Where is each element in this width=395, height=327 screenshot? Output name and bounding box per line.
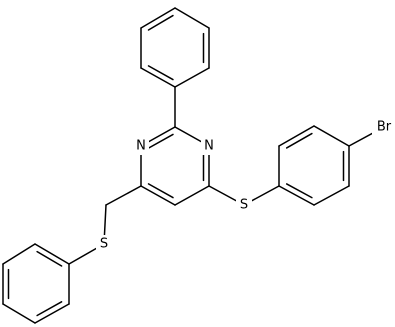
- bond-pyC5-pyC6: [140, 185, 176, 206]
- bond-ph2a-ph2b: [34, 243, 70, 265]
- atom-n1-label: N: [136, 139, 146, 154]
- bond-bp5-bp6: [313, 185, 350, 206]
- bond-bp2-bp3: [278, 125, 315, 147]
- n1-mask: [133, 137, 149, 155]
- br-mask: [372, 118, 394, 136]
- bond-ph1f-ph1a: [174, 67, 210, 88]
- bond-bp3-bp4: [313, 125, 350, 147]
- bond-pyN1-pyC2-inner: [147, 133, 174, 149]
- s1-mask: [236, 196, 252, 214]
- bond-ph2a-ph2b-inner: [36, 250, 63, 267]
- bond-bp6-bp1: [278, 185, 315, 206]
- bond-ph1d-ph1e: [174, 7, 210, 29]
- bond-pyC5-pyC6-inner: [147, 183, 174, 199]
- bond-ph1c-ph1d-inner: [147, 14, 174, 31]
- bond-bp2-bp3-inner: [285, 132, 313, 149]
- bond-pyC4-pyC5: [174, 185, 210, 206]
- n2-mask: [201, 137, 217, 155]
- bond-ph1c-ph1d: [140, 7, 176, 29]
- bond-ph2d-ph2e: [2, 303, 36, 324]
- atom-s2-label: S: [100, 237, 108, 252]
- atom-s1-label: S: [240, 198, 248, 213]
- atom-label-layer: N N S S Br: [96, 118, 394, 253]
- bond-layer: [2, 7, 385, 324]
- bond-ph2e-ph2f-inner: [36, 301, 63, 317]
- atom-n2-label: N: [204, 139, 214, 154]
- s2-mask: [96, 235, 112, 253]
- atom-br-label: Br: [377, 120, 392, 135]
- bond-pyC6-ch2: [105, 185, 142, 206]
- bond-bp6-bp1-inner: [285, 183, 313, 199]
- bond-ph2b-ph2c: [2, 243, 36, 265]
- bond-ph1a-ph1b-inner: [147, 65, 174, 81]
- bond-ph2e-ph2f: [34, 303, 70, 324]
- bond-ph1a-ph1b: [140, 67, 176, 88]
